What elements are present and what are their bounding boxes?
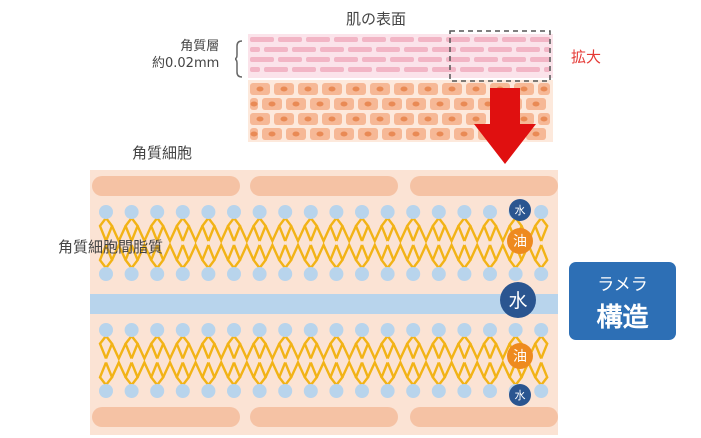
lipid-head — [278, 205, 292, 219]
lipid-head — [304, 384, 318, 398]
intercellular-lipid-label: 角質細胞間脂質 — [58, 236, 163, 257]
lipid-head — [176, 323, 190, 337]
lipid-head — [406, 323, 420, 337]
lipid-head — [99, 205, 113, 219]
lipid-head — [278, 323, 292, 337]
lipid-head — [483, 384, 497, 398]
oil-marker-bottom: 油 — [507, 343, 533, 369]
lipid-head — [125, 267, 139, 281]
lipid-head — [99, 384, 113, 398]
lipid-head — [201, 384, 215, 398]
lipid-head — [150, 323, 164, 337]
lipid-head — [227, 323, 241, 337]
lamellar-label: ラメラ — [569, 270, 676, 295]
corneocyte — [92, 176, 240, 196]
lipid-head — [534, 205, 548, 219]
lipid-head — [406, 267, 420, 281]
lipid-head — [201, 267, 215, 281]
lipid-head — [278, 384, 292, 398]
lipid-head — [304, 267, 318, 281]
lipid-head — [329, 323, 343, 337]
lipid-head — [534, 384, 548, 398]
lipid-head — [176, 267, 190, 281]
water-marker-bottom-text: 水 — [515, 389, 526, 402]
lipid-head — [457, 384, 471, 398]
corneocytes-top — [92, 176, 558, 196]
lipid-head — [227, 384, 241, 398]
corneocyte — [92, 407, 240, 427]
lipid-head — [227, 267, 241, 281]
lipid-head — [381, 205, 395, 219]
lipid-head — [406, 384, 420, 398]
water-layer — [90, 294, 558, 314]
corneocyte — [250, 407, 398, 427]
lipid-head — [457, 323, 471, 337]
lipid-head — [355, 205, 369, 219]
oil-marker-bottom-text: 油 — [513, 349, 527, 365]
oil-marker-top-text: 油 — [513, 234, 527, 250]
lipid-head — [329, 267, 343, 281]
water-marker-center: 水 — [500, 282, 536, 318]
lipid-head — [355, 323, 369, 337]
lipid-head — [432, 205, 446, 219]
lipid-head — [432, 267, 446, 281]
lipid-head — [278, 267, 292, 281]
lipid-head — [329, 205, 343, 219]
lipid-head — [483, 205, 497, 219]
lamellar-structure-box: ラメラ 構造 — [569, 262, 676, 340]
lipid-head — [406, 205, 420, 219]
corneocyte — [250, 176, 398, 196]
lipid-head — [304, 205, 318, 219]
lipid-head — [534, 267, 548, 281]
lipid-head — [509, 267, 523, 281]
lipid-head — [304, 323, 318, 337]
lipid-head — [432, 384, 446, 398]
lipid-head — [483, 323, 497, 337]
lipid-head — [457, 267, 471, 281]
lipid-head — [99, 323, 113, 337]
lipid-head — [99, 267, 113, 281]
lipid-head — [253, 205, 267, 219]
lipid-head — [355, 267, 369, 281]
lipid-head — [176, 384, 190, 398]
lipid-head — [381, 384, 395, 398]
lipid-head — [253, 267, 267, 281]
lipid-head — [534, 323, 548, 337]
lipid-head — [483, 267, 497, 281]
oil-marker-top: 油 — [507, 228, 533, 254]
lipid-head — [329, 384, 343, 398]
lipid-head — [201, 323, 215, 337]
lipid-head — [125, 323, 139, 337]
lipid-head — [227, 205, 241, 219]
corneocyte — [410, 176, 558, 196]
lipid-head — [201, 205, 215, 219]
lipid-head — [125, 205, 139, 219]
lipid-head — [150, 267, 164, 281]
corneocyte — [410, 407, 558, 427]
corneocytes-bottom — [92, 407, 558, 427]
lipid-head — [457, 205, 471, 219]
water-marker-top-text: 水 — [515, 204, 526, 217]
lipid-head — [381, 267, 395, 281]
lipid-head — [355, 384, 369, 398]
structure-label: 構造 — [569, 297, 676, 334]
lipid-head — [150, 205, 164, 219]
lipid-head — [432, 323, 446, 337]
lipid-head — [125, 384, 139, 398]
lipid-head — [381, 323, 395, 337]
lipid-head — [150, 384, 164, 398]
lipid-head — [509, 323, 523, 337]
lipid-head — [253, 323, 267, 337]
water-marker-top: 水 — [509, 199, 531, 221]
lipid-head — [176, 205, 190, 219]
water-marker-center-text: 水 — [508, 290, 527, 312]
water-marker-bottom: 水 — [509, 384, 531, 406]
lipid-head — [253, 384, 267, 398]
